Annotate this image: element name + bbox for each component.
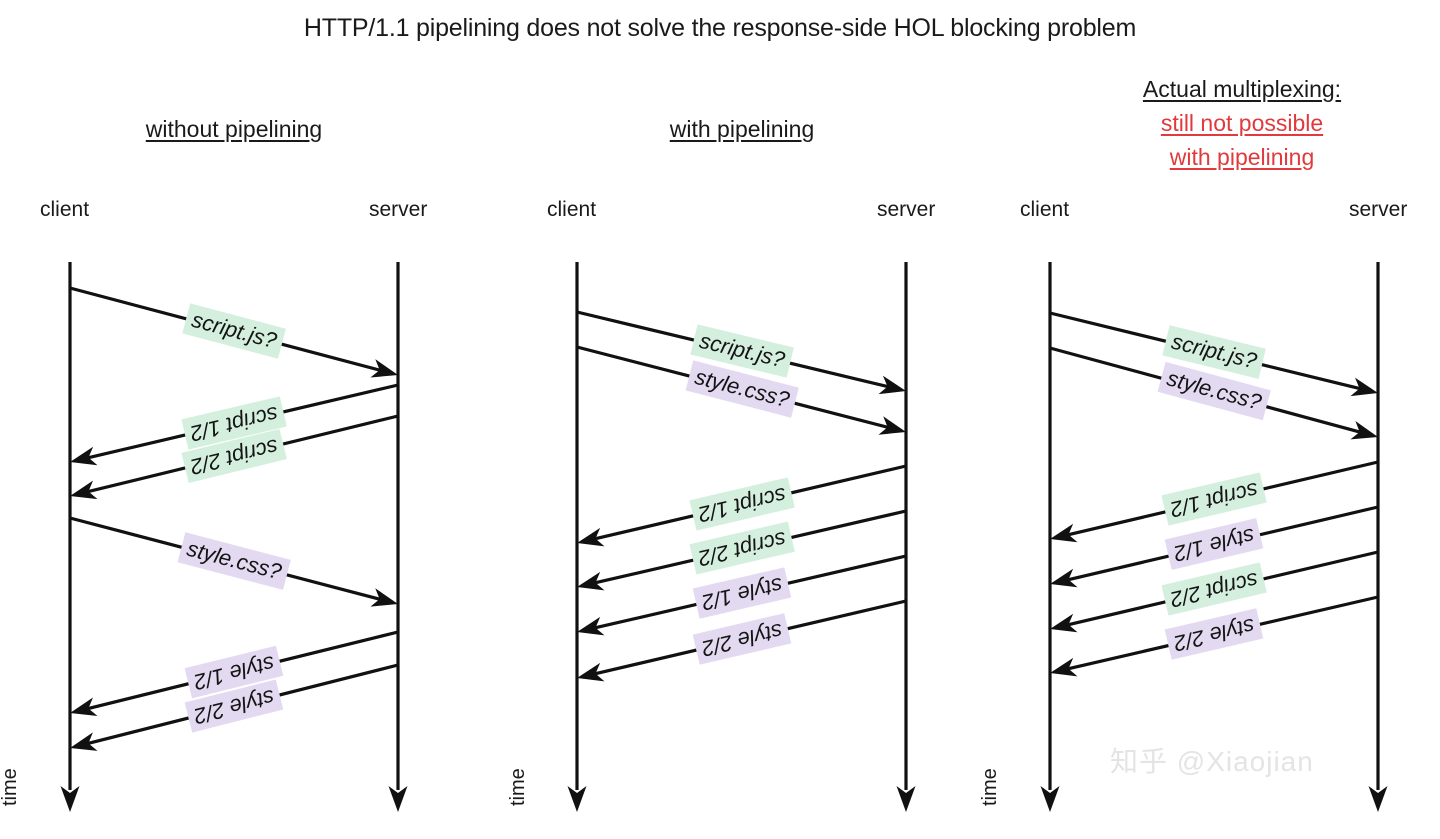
message-arrowhead-actual-multiplexing-2: [1050, 523, 1078, 543]
message-arrowhead-without-pipelining-1: [70, 446, 98, 466]
endpoint-label-client-actual-multiplexing: client: [1020, 198, 1070, 221]
endpoint-label-client-without-pipelining: client: [40, 198, 90, 221]
column-header-line-actual-multiplexing-1: still not possible: [1160, 110, 1324, 136]
message-arrowhead-actual-multiplexing-3: [1050, 568, 1078, 588]
column-header-line-actual-multiplexing-2: with pipelining: [1169, 144, 1315, 170]
time-axis-label-with-pipelining: time: [507, 768, 529, 806]
message-arrowhead-without-pipelining-2: [70, 480, 98, 500]
lifeline-arrow-server-without-pipelining: [388, 786, 408, 812]
message-arrowhead-actual-multiplexing-5: [1050, 657, 1078, 677]
page-title: HTTP/1.1 pipelining does not solve the r…: [303, 14, 1137, 42]
lifeline-arrow-client-without-pipelining: [60, 786, 80, 812]
column-header-without-pipelining: without pipelining: [84, 112, 384, 146]
message-arrowhead-actual-multiplexing-4: [1050, 613, 1078, 633]
message-arrowhead-with-pipelining-0: [878, 375, 906, 395]
lifeline-arrow-client-actual-multiplexing: [1040, 786, 1060, 812]
column-header-with-pipelining: with pipelining: [592, 112, 892, 146]
message-arrowhead-without-pipelining-3: [370, 588, 398, 607]
time-axis-label-actual-multiplexing: time: [979, 768, 1001, 806]
endpoint-label-client-with-pipelining: client: [547, 198, 597, 221]
endpoint-label-server-with-pipelining: server: [877, 198, 936, 221]
endpoint-label-server-actual-multiplexing: server: [1349, 198, 1408, 221]
message-arrowhead-with-pipelining-4: [577, 616, 605, 636]
column-header-actual-multiplexing: Actual multiplexing: still not possible wi…: [1092, 72, 1392, 174]
lifeline-arrow-server-actual-multiplexing: [1368, 786, 1388, 812]
message-arrowhead-with-pipelining-1: [878, 416, 906, 435]
message-arrowhead-without-pipelining-0: [370, 359, 398, 378]
watermark: 知乎 @Xiaojian: [1110, 746, 1314, 777]
message-arrowhead-actual-multiplexing-0: [1350, 377, 1378, 397]
message-arrowhead-with-pipelining-5: [577, 662, 605, 682]
lifeline-arrow-server-with-pipelining: [896, 786, 916, 812]
message-arrowhead-with-pipelining-3: [577, 571, 605, 591]
endpoint-label-server-without-pipelining: server: [369, 198, 428, 221]
message-arrowhead-without-pipelining-4: [70, 697, 98, 716]
message-arrowhead-actual-multiplexing-1: [1350, 421, 1378, 440]
column-header-line-actual-multiplexing-0: Actual multiplexing:: [1142, 76, 1342, 102]
time-axis-label-without-pipelining: time: [0, 768, 21, 806]
column-header-line-with-pipelining-0: with pipelining: [669, 116, 815, 142]
column-header-line-without-pipelining-0: without pipelining: [145, 116, 323, 142]
message-arrowhead-with-pipelining-2: [577, 527, 605, 547]
message-arrowhead-without-pipelining-5: [70, 732, 98, 751]
lifeline-arrow-client-with-pipelining: [567, 786, 587, 812]
